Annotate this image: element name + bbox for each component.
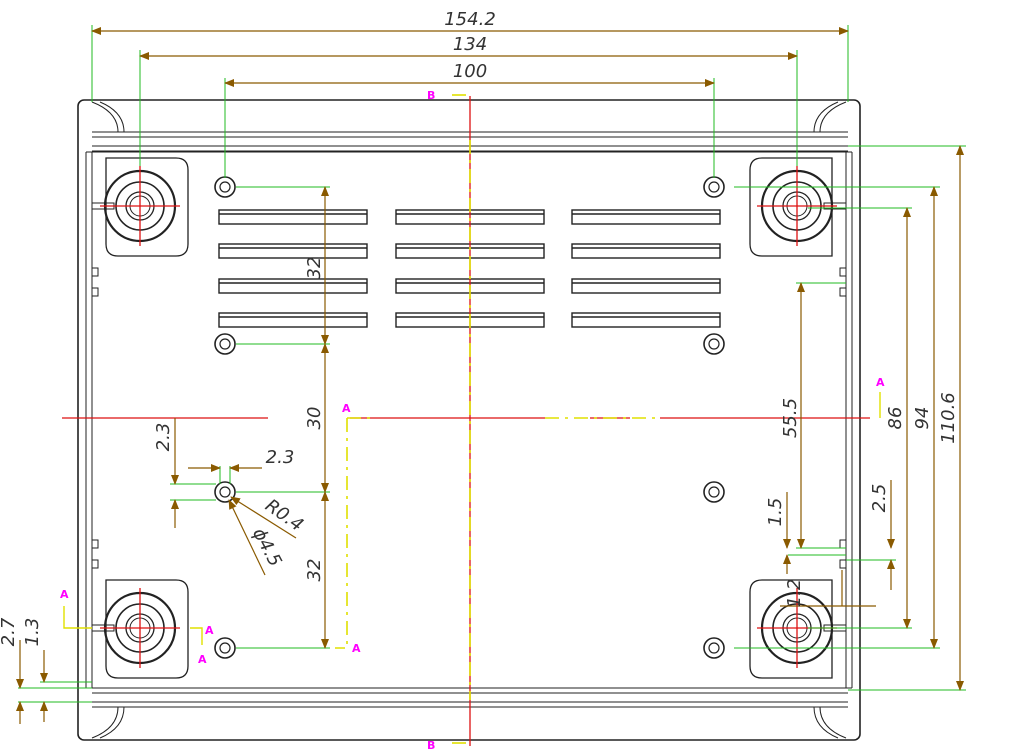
dim-v-30: 30 (304, 407, 325, 430)
section-marker-a-left: A (60, 588, 69, 601)
hole (214, 333, 236, 355)
extension-lines (18, 25, 966, 703)
hole (214, 176, 236, 198)
hole (703, 176, 725, 198)
boss-top-right (749, 157, 847, 257)
section-marker-a-low: A (352, 642, 361, 655)
section-marker-arrows (63, 392, 881, 645)
dim-v-32-bottom: 32 (304, 559, 325, 582)
dim-hole-diameter: ϕ4.5 (248, 525, 286, 571)
dim-v-2-5: 2.5 (869, 484, 890, 513)
section-marker-a-right: A (876, 376, 885, 389)
hole (703, 333, 725, 355)
dim-v-2-7: 2.7 (0, 617, 19, 646)
hole (703, 481, 725, 503)
dimension-lines (16, 27, 964, 724)
section-marker-a-center: A (342, 402, 351, 415)
dim-v-32-top: 32 (304, 257, 325, 280)
dim-height-86: 86 (885, 407, 906, 430)
hole (214, 637, 236, 659)
dim-height-110-6: 110.6 (938, 392, 959, 444)
dim-overall-width: 154.2 (444, 9, 496, 30)
section-markers: B B A A A A A A (60, 89, 885, 752)
enclosure-outline (77, 99, 861, 741)
section-marker-a-boss-1: A (205, 624, 214, 637)
dim-hole-spacing: 100 (453, 61, 487, 82)
dim-boss-spacing: 134 (453, 34, 487, 55)
dim-height-94: 94 (912, 407, 933, 430)
hole (703, 637, 725, 659)
section-marker-b-top: B (427, 89, 435, 102)
dim-height-55-5: 55.5 (780, 398, 801, 438)
dim-v-1-2: 1.2 (784, 579, 805, 608)
dim-horizontal-2-3: 2.3 (266, 447, 295, 468)
section-marker-a-boss-2: A (198, 653, 207, 666)
dim-vertical-2-3: 2.3 (153, 423, 174, 452)
dim-v-1-5: 1.5 (765, 498, 786, 527)
dim-v-1-3: 1.3 (22, 618, 43, 647)
hole (214, 481, 236, 503)
section-marker-b-bottom: B (427, 739, 435, 752)
section-lines (335, 94, 660, 744)
